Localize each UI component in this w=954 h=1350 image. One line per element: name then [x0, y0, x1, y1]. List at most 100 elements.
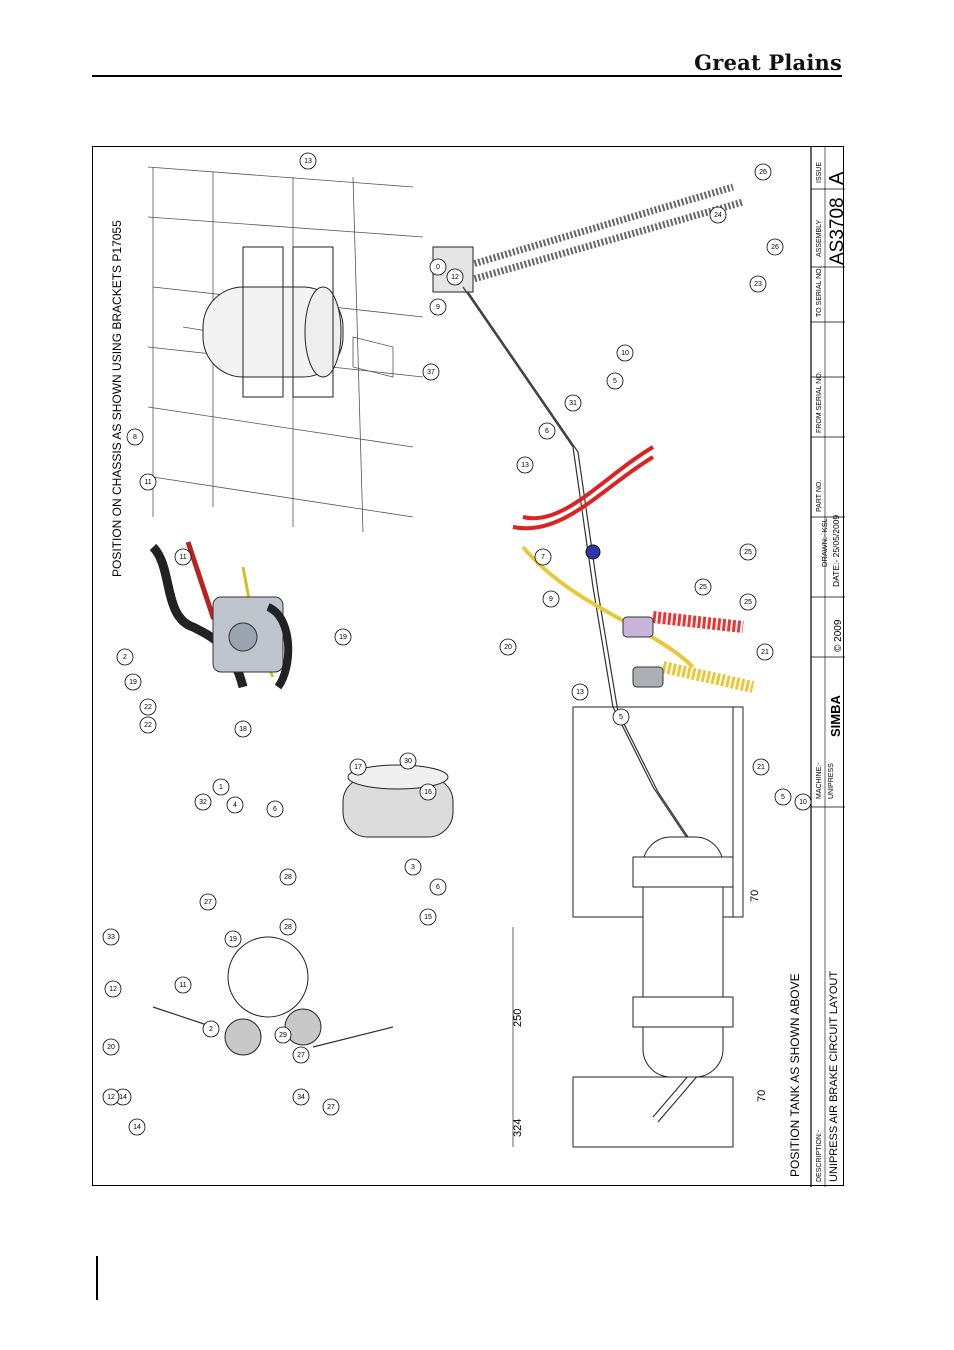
callout-label: 29	[279, 1032, 287, 1039]
callout-label: 5	[619, 714, 623, 721]
callout-label: 20	[504, 644, 512, 651]
callout-balloon: 2	[202, 1020, 220, 1038]
callout-balloon: 14	[128, 1118, 146, 1136]
dimension-70-b: 70	[756, 1090, 768, 1102]
callout-balloon: 10	[794, 793, 812, 811]
callout-label: 27	[204, 899, 212, 906]
callout-label: 9	[549, 596, 553, 603]
callout-label: 22	[144, 704, 152, 711]
callout-balloon: 9	[429, 298, 447, 316]
callout-balloon: 27	[322, 1098, 340, 1116]
callout-label: 32	[199, 799, 207, 806]
callout-balloon: 30	[399, 752, 417, 770]
callout-label: 1	[219, 784, 223, 791]
dimension-70-a: 70	[749, 890, 761, 902]
callout-balloon: 19	[224, 930, 242, 948]
callout-label: 5	[781, 794, 785, 801]
callout-balloon: 6	[429, 878, 447, 896]
callout-label: 24	[714, 212, 722, 219]
callout-balloon: 2	[116, 648, 134, 666]
callout-label: 26	[771, 244, 779, 251]
callout-label: 34	[297, 1094, 305, 1101]
callout-balloon: 25	[694, 578, 712, 596]
chassis-view	[147, 166, 424, 533]
callout-balloon: 13	[516, 456, 534, 474]
callout-balloon: 11	[174, 548, 192, 566]
callout-label: 8	[133, 434, 137, 441]
callout-label: 28	[284, 874, 292, 881]
callout-balloon: 27	[292, 1046, 310, 1064]
callout-balloon: 15	[419, 908, 437, 926]
description-label: DESCRIPTION:-	[816, 1129, 823, 1182]
callout-balloon: 12	[104, 980, 122, 998]
callout-label: 19	[129, 679, 137, 686]
callout-label: 37	[427, 369, 435, 376]
callout-balloon: 22	[139, 716, 157, 734]
callout-label: 13	[521, 462, 529, 469]
drawn-by: DRAWN:- KSL	[820, 518, 829, 567]
description-value: UNIPRESS AIR BRAKE CIRCUIT LAYOUT	[828, 971, 840, 1182]
callout-label: 10	[621, 350, 629, 357]
callout-label: 4	[233, 802, 237, 809]
issue-value: A	[826, 171, 845, 185]
callout-balloon: 13	[299, 152, 317, 170]
callout-balloon: 27	[199, 893, 217, 911]
callout-label: 27	[327, 1104, 335, 1111]
callout-label: 7	[541, 554, 545, 561]
callout-balloon: 11	[139, 473, 157, 491]
callout-balloon: 26	[754, 163, 772, 181]
callout-label: 22	[144, 722, 152, 729]
callout-balloon: 7	[534, 548, 552, 566]
brake-circuit-drawing: ISSUE A ASSEMBLY AS3708 TO SERIAL NO. FR…	[102, 147, 845, 1187]
callout-balloon: 0	[429, 258, 447, 276]
header-rule	[92, 75, 842, 77]
callout-balloon: 21	[752, 758, 770, 776]
callout-label: 11	[144, 479, 151, 486]
callout-label: 3	[411, 864, 415, 871]
callout-label: 20	[107, 1044, 115, 1051]
assembly-label: ASSEMBLY	[816, 219, 823, 257]
callout-balloon: 25	[739, 593, 757, 611]
callout-label: 21	[761, 649, 769, 656]
coupling-hoses	[512, 445, 755, 693]
callout-balloon: 19	[124, 673, 142, 691]
dimensions: 324 250 70 70	[512, 890, 768, 1147]
brake-chambers	[152, 936, 394, 1056]
machine-label: MACHINE:-	[816, 762, 823, 799]
callout-label: 23	[754, 281, 762, 288]
callout-balloon: 28	[279, 918, 297, 936]
title-block: ISSUE A ASSEMBLY AS3708 TO SERIAL NO. FR…	[810, 147, 845, 1187]
callout-balloon: 24	[709, 206, 727, 224]
hose-coils	[432, 183, 744, 293]
callout-label: 14	[133, 1124, 141, 1131]
callout-label: 12	[451, 274, 459, 281]
callout-label: 6	[273, 806, 277, 813]
callout-balloon: 25	[739, 543, 757, 561]
part-no-label: PART NO.	[816, 480, 823, 512]
callout-balloon: 23	[749, 275, 767, 293]
callout-label: 13	[576, 689, 584, 696]
callout-label: 10	[799, 799, 807, 806]
brand-logo: Great Plains	[694, 50, 842, 75]
callout-label: 9	[436, 304, 440, 311]
callout-label: 19	[339, 634, 347, 641]
callout-balloon: 12	[102, 1088, 120, 1106]
callout-balloon: 34	[292, 1088, 310, 1106]
copyright: © 2009	[833, 619, 844, 652]
callout-balloon: 16	[419, 783, 437, 801]
callout-balloon: 29	[274, 1026, 292, 1044]
callout-balloon: 4	[226, 796, 244, 814]
callout-balloon: 20	[102, 1038, 120, 1056]
callout-label: 31	[569, 400, 577, 407]
callout-label: 17	[354, 764, 362, 771]
relay-valve-assembly	[149, 541, 293, 690]
callout-balloon: 37	[422, 363, 440, 381]
callout-balloon: 11	[174, 976, 192, 994]
callout-label: 15	[424, 914, 432, 921]
callout-balloon: 18	[234, 720, 252, 738]
air-tank	[342, 764, 454, 838]
chassis-note: POSITION ON CHASSIS AS SHOWN USING BRACK…	[110, 220, 124, 577]
from-serial-label: FROM SERIAL NO.	[816, 371, 823, 433]
callout-balloon: 32	[194, 793, 212, 811]
callout-label: 30	[404, 758, 412, 765]
